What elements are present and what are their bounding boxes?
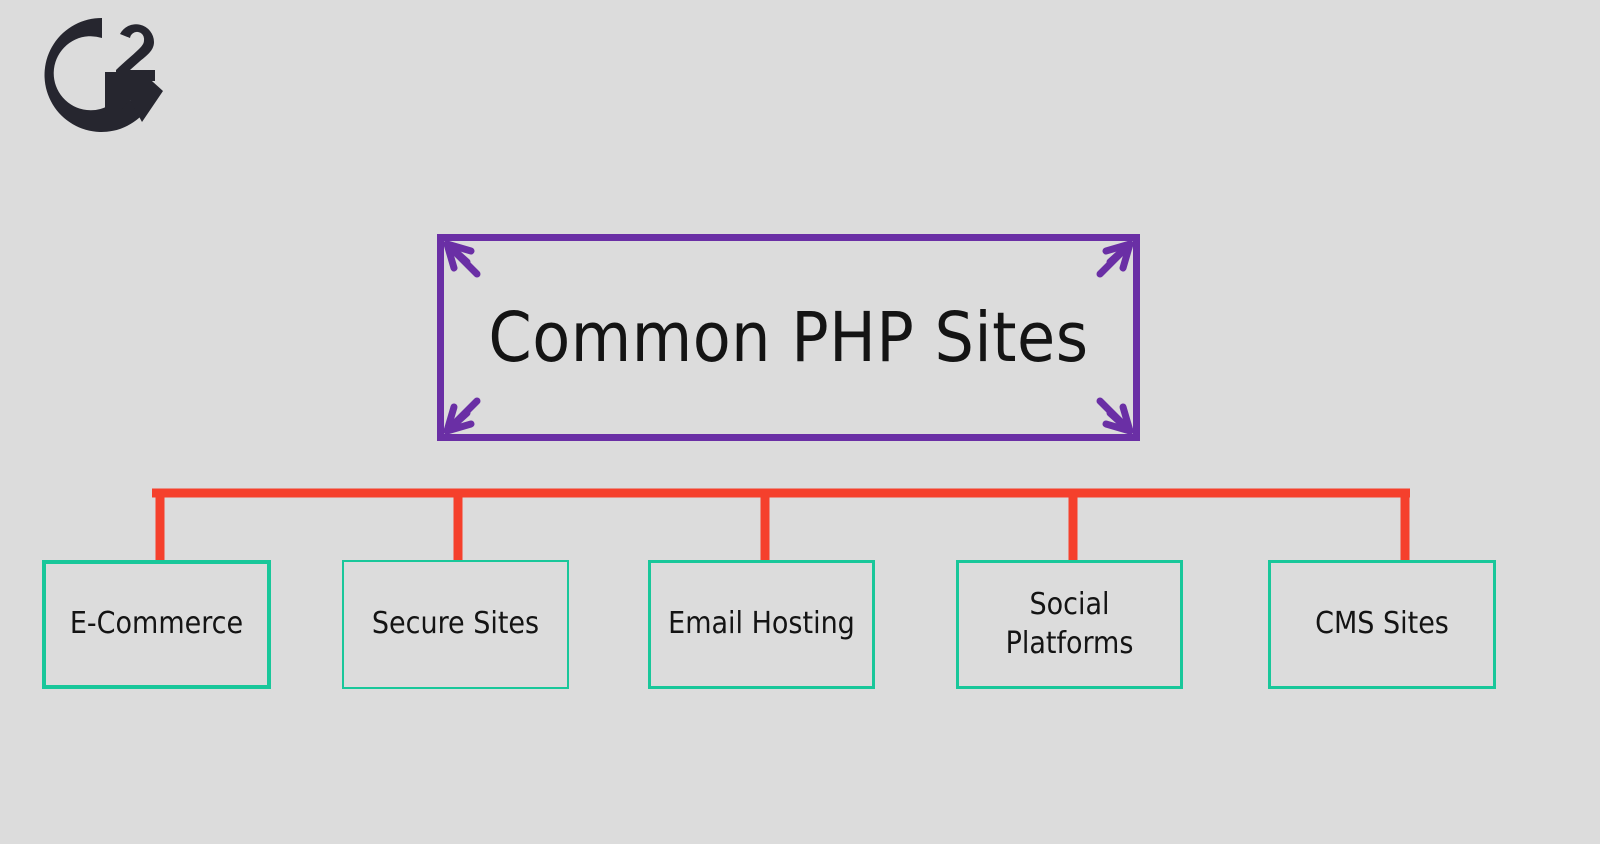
- g2-arrow-shape: [105, 72, 163, 122]
- leaf-node-secure-sites: Secure Sites: [342, 560, 569, 689]
- leaf-node-cms-sites: CMS Sites: [1268, 560, 1496, 689]
- root-node: Common PHP Sites: [437, 234, 1140, 441]
- g2-logo: [30, 10, 175, 145]
- leaf-node-social-platforms: Social Platforms: [956, 560, 1183, 689]
- leaf-node-label: E-Commerce: [69, 606, 244, 642]
- leaf-node-label: Secure Sites: [371, 606, 540, 642]
- leaf-node-label: Email Hosting: [668, 606, 855, 642]
- root-node-border: [437, 234, 1140, 441]
- leaf-node-label: Social Platforms: [1005, 587, 1134, 661]
- leaf-node-e-commerce: E-Commerce: [42, 560, 271, 689]
- g2-logo-mark: [44, 17, 163, 132]
- g2-superscript-two: [116, 24, 155, 81]
- leaf-node-label: CMS Sites: [1315, 606, 1449, 642]
- leaf-node-email-hosting: Email Hosting: [648, 560, 875, 689]
- root-node-label: Common PHP Sites: [488, 297, 1089, 378]
